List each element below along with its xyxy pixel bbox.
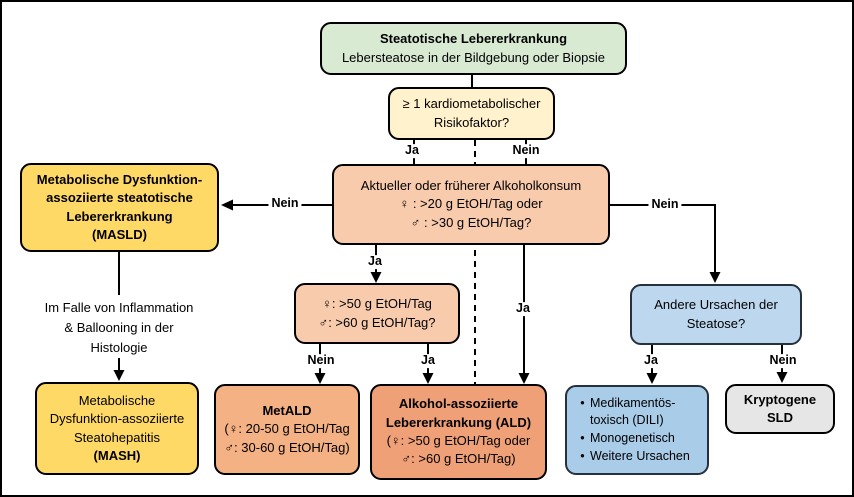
node-ald: Alkohol-assoziierte Lebererkrankung (ALD… (370, 384, 547, 480)
node-title: Steatotische Lebererkrankung (379, 31, 568, 47)
node-line: (MASLD) (92, 226, 147, 242)
node-steatotic-liver-disease: Steatotische Lebererkrankung Lebersteato… (320, 22, 627, 75)
bullet-icon: • (580, 431, 585, 445)
node-line: Metabolische (78, 392, 156, 408)
edge-label-heavy-ja: Ja (365, 254, 385, 269)
arrowhead-down-metald (314, 373, 326, 384)
node-line: (♀: 20-50 g EtOH/Tag (224, 421, 350, 437)
edge-label-list-ja: Ja (641, 353, 661, 368)
node-line: Steatose? (686, 315, 746, 331)
node-line: Kryptogene (743, 391, 817, 407)
node-line: Metabolische Dysfunktion- (36, 171, 203, 187)
note-line: & Ballooning in der (64, 320, 174, 336)
node-cardiometabolic-risk-question: ≥ 1 kardiometabolischer Risikofaktor? (388, 87, 555, 140)
node-masld: Metabolische Dysfunktion- assoziierte st… (20, 163, 219, 252)
bullet-icon: • (580, 395, 585, 410)
node-line: Alkohol-assoziierte (398, 396, 519, 412)
node-line: (♀: >50 g EtOH/Tag oder (386, 433, 531, 448)
arrowhead-down-otherq (709, 272, 721, 283)
list-item: • Monogenetisch (575, 430, 701, 448)
node-line: Dysfunktion-assoziierte (49, 411, 185, 427)
node-line: assoziierte steatotische (46, 190, 193, 206)
bullet-icon: • (580, 448, 585, 463)
edge-label-ald-direct-ja: Ja (513, 301, 533, 316)
edge-label-masld-nein: Nein (268, 196, 302, 211)
node-line: Risikofaktor? (433, 114, 510, 130)
node-line: ♀ : >20 g EtOH/Tag oder (399, 196, 543, 212)
node-metald: MetALD (♀: 20-50 g EtOH/Tag ♂: 30-60 g E… (214, 384, 360, 475)
edge-label-metald-nein: Nein (304, 353, 338, 368)
node-line: ♂: >60 g EtOH/Tag? (318, 314, 436, 330)
arrowhead-down-mash (113, 370, 125, 381)
edge-label-risk-ja: Ja (402, 143, 422, 158)
node-heavy-alcohol-question: ♀: >50 g EtOH/Tag ♂: >60 g EtOH/Tag? (294, 283, 460, 344)
arrowhead-down-list (646, 373, 658, 384)
node-line: SLD (767, 410, 793, 425)
node-title: MetALD (262, 402, 312, 418)
node-subtitle: Lebersteatose in der Bildgebung oder Bio… (341, 49, 606, 65)
arrowhead-down-heavy (370, 272, 382, 283)
list-item-label: Medikamentös-toxisch (DILI) (590, 395, 676, 428)
node-alcohol-consumption-question: Aktueller oder früherer Alkoholkonsum ♀ … (332, 164, 610, 245)
edge-alcohol-to-otherq (610, 204, 716, 273)
note-line: Histologie (90, 340, 148, 356)
node-line: Andere Ursachen der (654, 297, 778, 313)
node-cryptogenic-sld: Kryptogene SLD (725, 384, 835, 434)
node-line: Lebererkrankung (66, 208, 173, 224)
arrowhead-down-ald (422, 373, 434, 384)
list-item-label: Monogenetisch (590, 431, 675, 445)
list-item: • Medikamentös-toxisch (DILI) (575, 395, 701, 431)
arrowhead-down-crypto (776, 372, 788, 383)
edge-label-ald-ja: Ja (418, 353, 438, 368)
edge-label-crypto-nein: Nein (766, 353, 800, 368)
node-line: (MASH) (93, 447, 141, 463)
node-line: Steatohepatitis (73, 429, 160, 445)
node-line: ≥ 1 kardiometabolischer (402, 96, 541, 112)
node-line: ♂: 30-60 g EtOH/Tag) (224, 439, 350, 455)
note-line: Im Falle von Inflammation (44, 300, 194, 315)
histology-note: Im Falle von Inflammation & Ballooning i… (24, 298, 214, 358)
edge-label-otherq-nein: Nein (648, 197, 682, 212)
node-other-causes-question: Andere Ursachen der Steatose? (630, 284, 802, 345)
list-item: • Weitere Ursachen (575, 448, 701, 466)
node-line: Aktueller oder früherer Alkoholkonsum (360, 177, 582, 193)
node-line: ♂ : >30 g EtOH/Tag? (410, 214, 532, 230)
list-item-label: Weitere Ursachen (590, 448, 690, 463)
edge-label-risk-nein: Nein (509, 143, 543, 158)
node-line: Lebererkrankung (ALD) (385, 414, 532, 430)
node-line: ♀: >50 g EtOH/Tag (322, 296, 432, 312)
arrowhead-down-ald-long (518, 373, 530, 384)
node-mash: Metabolische Dysfunktion-assoziierte Ste… (35, 382, 199, 475)
arrowhead-left-masld (221, 199, 233, 211)
node-line: ♂: >60 g EtOH/Tag) (401, 451, 516, 467)
node-other-causes-list: • Medikamentös-toxisch (DILI) • Monogene… (565, 385, 709, 475)
